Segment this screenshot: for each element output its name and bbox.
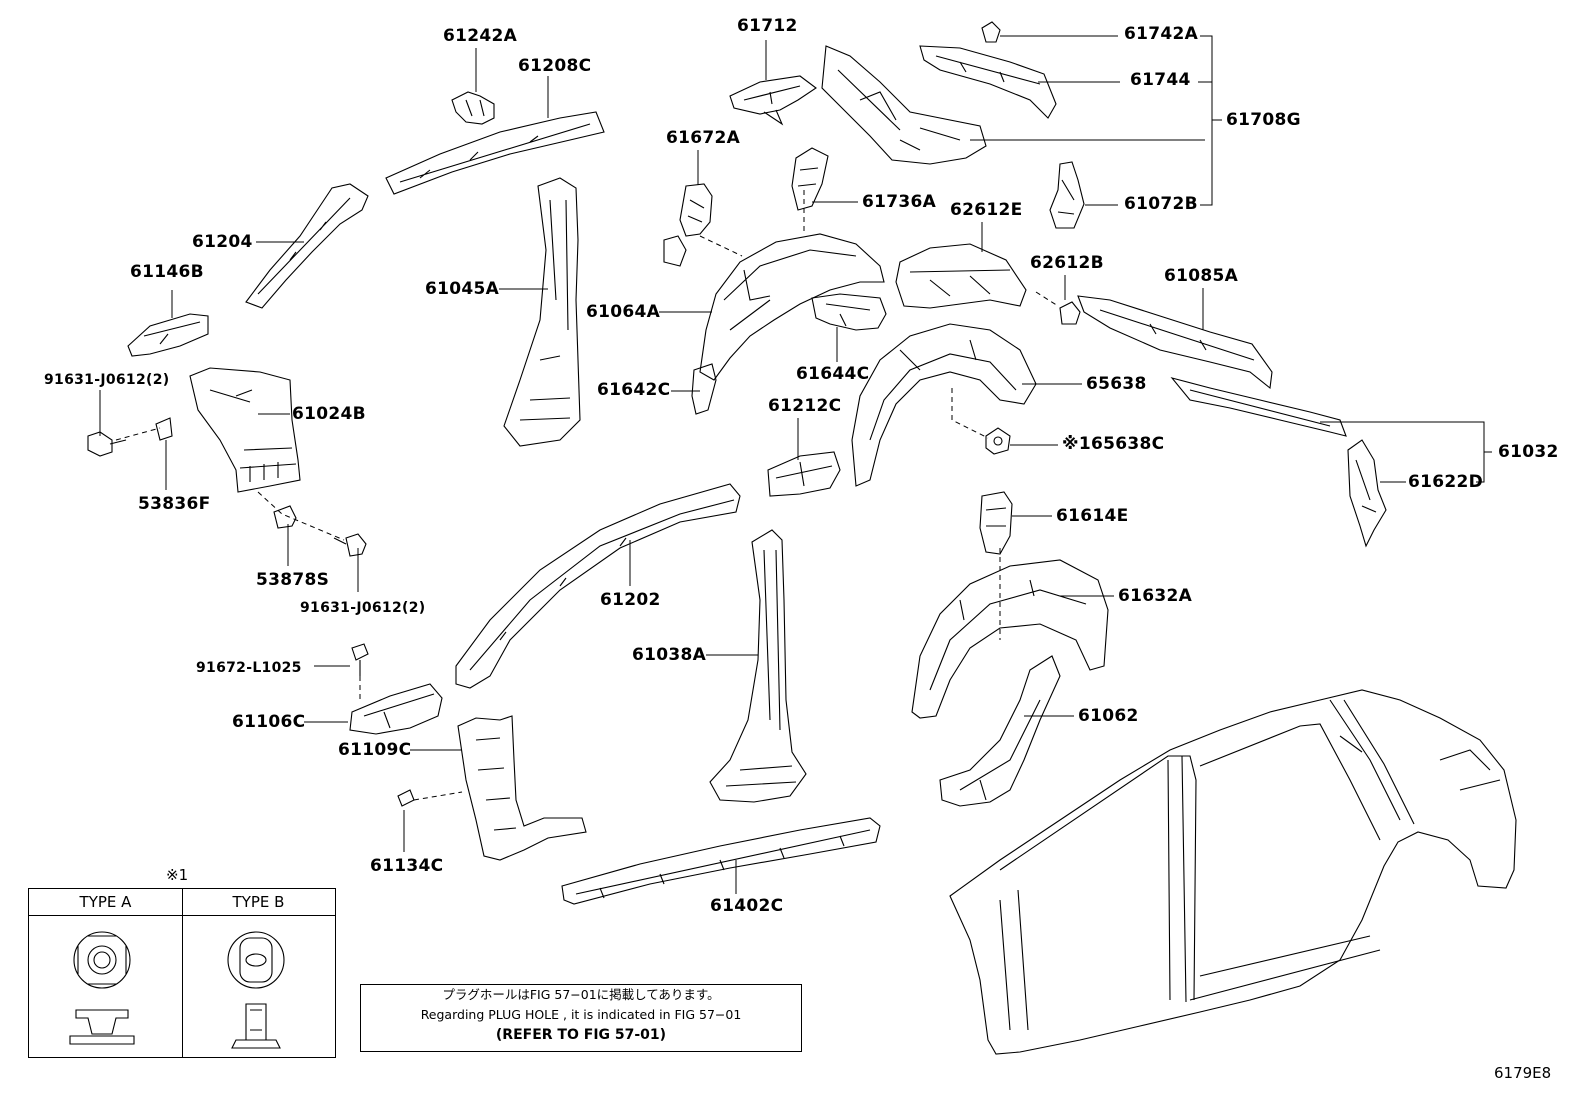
label-61642C: 61642C: [597, 380, 671, 400]
part-61672A-bracket: [663, 183, 713, 267]
part-65638-liner: [851, 323, 1037, 487]
part-61072B-bracket: [1049, 161, 1085, 229]
figure-code: 6179E8: [1494, 1064, 1552, 1082]
label-91672-L1025: 91672-L1025: [196, 660, 302, 676]
type-a-header: TYPE A: [29, 889, 182, 916]
part-61622D-bracket: [1347, 439, 1387, 548]
part-53878S-plate: [273, 505, 297, 529]
dashed-connectors: [115, 190, 1059, 801]
label-61038A: 61038A: [632, 645, 707, 665]
clip-type-b-icon: [227, 931, 285, 1049]
label-61062: 61062: [1078, 706, 1139, 726]
part-61038A-pillar: [709, 529, 807, 803]
part-61085A-member: [1077, 295, 1273, 390]
label-61204: 61204: [192, 232, 253, 252]
label-62612E: 62612E: [950, 200, 1023, 220]
part-61064A-wheelhouse: [699, 233, 885, 381]
label-61146B: 61146B: [130, 262, 204, 282]
label-61712: 61712: [737, 16, 798, 36]
label-61024B: 61024B: [292, 404, 366, 424]
label-65638C: ※165638C: [1062, 434, 1165, 454]
part-61742A-clip: [981, 21, 1001, 43]
label-62612B: 62612B: [1030, 253, 1104, 273]
label-61085A: 61085A: [1164, 266, 1239, 286]
label-61672A: 61672A: [666, 128, 741, 148]
part-61644C-bracket: [811, 293, 887, 331]
part-61146B-bracket: [127, 313, 209, 357]
part-53836F-plate: [155, 417, 173, 441]
label-61106C: 61106C: [232, 712, 306, 732]
label-61622D: 61622D: [1408, 472, 1484, 492]
part-61708G-inner-panel: [821, 45, 987, 165]
label-61032: 61032: [1498, 442, 1559, 462]
label-61208C: 61208C: [518, 56, 592, 76]
note-english: Regarding PLUG HOLE , it is indicated in…: [420, 1007, 742, 1022]
clip-type-a-icon: [69, 931, 135, 1045]
asterisk-mark: ※1: [166, 866, 189, 884]
part-bolt-91631-upper: [87, 431, 127, 457]
part-bolt-91672: [351, 643, 369, 676]
label-61064A: 61064A: [586, 302, 661, 322]
part-62612E-liner: [895, 243, 1027, 309]
leader-lines: [99, 35, 1492, 894]
label-61744: 61744: [1130, 70, 1191, 90]
part-bolt-91631-lower: [333, 533, 367, 557]
part-61642C-bracket: [691, 363, 717, 415]
label-61708G: 61708G: [1226, 110, 1301, 130]
label-61045A: 61045A: [425, 279, 500, 299]
part-61712-bracket: [729, 75, 817, 126]
part-65638C-clip: [985, 427, 1011, 455]
part-61736A-bracket: [791, 147, 829, 211]
label-61402C: 61402C: [710, 896, 784, 916]
part-61632A-wheelhouse: [911, 559, 1109, 719]
label-61202: 61202: [600, 590, 661, 610]
part-61134C-clip: [397, 789, 415, 807]
label-53878S: 53878S: [256, 570, 330, 590]
type-b-header: TYPE B: [182, 889, 335, 916]
part-61242A-bracket: [451, 91, 495, 125]
note-japanese: プラグホールはFIG 57−01に掲載してあります。: [442, 987, 720, 1002]
part-61614E-bracket: [979, 491, 1013, 555]
part-61402C-rocker: [561, 817, 881, 905]
note-reference: (REFER TO FIG 57-01): [495, 1027, 667, 1043]
part-61208C-rail: [385, 111, 605, 195]
label-61742A: 61742A: [1124, 24, 1199, 44]
label-91631-lower: 91631-J0612(2): [300, 600, 426, 616]
label-61072B: 61072B: [1124, 194, 1198, 214]
part-61212C-bracket: [767, 451, 841, 497]
part-61045A-pillar: [503, 177, 581, 447]
type-table-divider: [182, 889, 183, 1057]
part-side-body-panel: [949, 689, 1517, 1055]
part-61024B-pillar: [189, 367, 301, 493]
label-61614E: 61614E: [1056, 506, 1129, 526]
part-61744-panel: [919, 45, 1057, 119]
label-61736A: 61736A: [862, 192, 937, 212]
part-61109C-pillar: [457, 715, 587, 861]
label-61212C: 61212C: [768, 396, 842, 416]
label-61242A: 61242A: [443, 26, 518, 46]
label-61109C: 61109C: [338, 740, 412, 760]
part-61062-bracket: [939, 655, 1061, 807]
part-61032-rail: [1170, 377, 1347, 437]
label-61134C: 61134C: [370, 856, 444, 876]
part-62612B-clip: [1059, 301, 1081, 325]
part-61106C-bracket: [349, 683, 443, 735]
plug-hole-note: プラグホールはFIG 57−01に掲載してあります。 Regarding PLU…: [360, 984, 802, 1052]
label-65638: 65638: [1086, 374, 1147, 394]
label-61632A: 61632A: [1118, 586, 1193, 606]
part-61204-rail: [245, 183, 369, 309]
label-91631-upper: 91631-J0612(2): [44, 372, 170, 388]
label-61644C: 61644C: [796, 364, 870, 384]
part-61202-roof-rail: [455, 483, 741, 689]
label-53836F: 53836F: [138, 494, 211, 514]
clip-type-table: TYPE A TYPE B: [28, 888, 336, 1058]
